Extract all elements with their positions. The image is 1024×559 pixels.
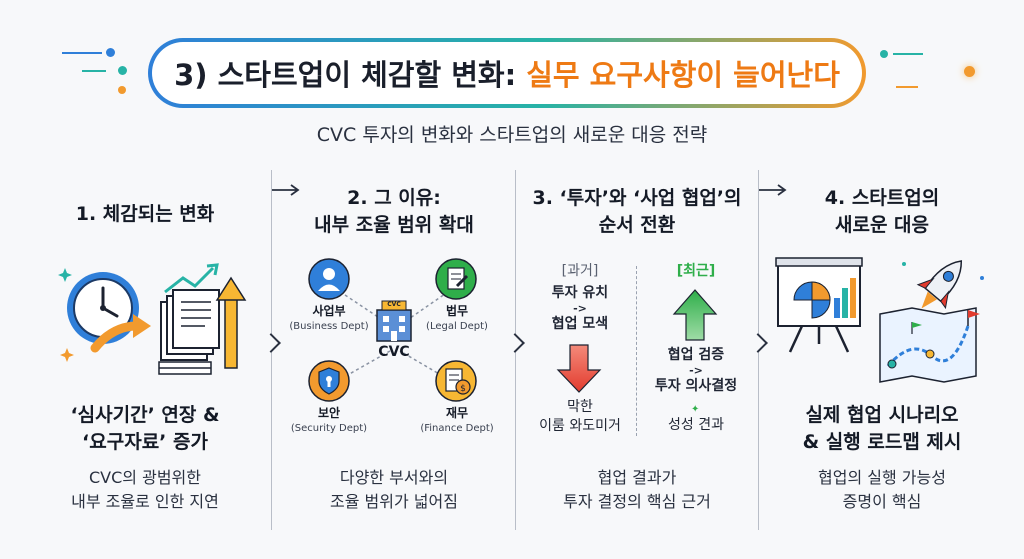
decor-line	[896, 86, 918, 88]
column-3-body: 협업 결과가 투자 결정의 핵심 근거	[563, 468, 711, 511]
shield-lock-icon	[308, 360, 350, 402]
arrow-right-icon	[759, 184, 787, 196]
page-title: 3) 스타트업이 체감할 변화:	[174, 58, 517, 92]
arrow-down-icon	[556, 344, 602, 393]
recent-label: [최근]	[676, 263, 716, 279]
sparkle-icon: ✦	[691, 404, 700, 415]
arrow-right-icon	[272, 184, 300, 196]
decor-dot	[106, 48, 115, 57]
column-4-title: 4. 스타트업의 새로운 대응	[824, 187, 940, 236]
column-4-body: 협업의 실행 가능성 증명이 핵심	[818, 468, 946, 511]
building-sign: CVC	[387, 301, 401, 308]
column-1-body: CVC의 광범위한 내부 조율로 인한 지연	[71, 468, 219, 511]
cvc-label: CVC	[378, 344, 410, 360]
decor-line	[62, 52, 102, 54]
arrow-up-icon	[672, 289, 718, 341]
column-2-body: 다양한 부서와의 조율 범위가 넓어짐	[330, 468, 458, 511]
finance-document-icon: $	[435, 360, 477, 402]
decor-dot	[118, 66, 127, 75]
recent-flow: 협업 검증 -> 투자 의사결정	[654, 347, 738, 394]
decor-dot	[964, 66, 975, 77]
page-title-accent: 실무 요구사항이 늘어난다	[526, 58, 840, 92]
column-3-title: 3. ‘투자’와 ‘사업 협업’의 순서 전환	[532, 187, 742, 236]
column-2-title: 2. 그 이유: 내부 조율 범위 확대	[314, 187, 474, 236]
title-inner: 3) 스타트업이 체감할 변화: 실무 요구사항이 늘어난다	[152, 42, 862, 104]
column-1-title: 1. 체감되는 변화	[75, 203, 215, 225]
svg-text:$: $	[460, 384, 466, 394]
dept-business-label: 사업부 (Business Dept)	[289, 304, 369, 332]
decor-dot	[118, 86, 126, 94]
past-result: 막한 이룸 와도미거	[539, 399, 621, 434]
column-1-headline: ‘심사기간’ 연장 & ‘요구자료’ 증가	[70, 404, 220, 453]
recent-result: 성성 견과	[668, 417, 724, 433]
title-banner: 3) 스타트업이 체감할 변화: 실무 요구사항이 늘어난다	[148, 38, 866, 108]
decor-line	[893, 53, 923, 55]
decor-dot	[880, 50, 888, 58]
dept-finance-label: 재무 (Finance Dept)	[420, 406, 494, 434]
decor-line	[82, 70, 106, 72]
column-4-headline: 실제 협업 시나리오 & 실행 로드맵 제시	[802, 404, 962, 453]
department-connections	[329, 284, 459, 386]
clock-calendar-icon	[58, 263, 247, 375]
chevron-right-icon	[505, 333, 525, 353]
legal-document-icon	[435, 258, 477, 300]
dept-legal-label: 법무 (Legal Dept)	[426, 304, 488, 332]
dept-security-label: 보안 (Security Dept)	[290, 406, 368, 434]
past-recent-divider	[636, 266, 637, 436]
presentation-roadmap-icon	[775, 257, 984, 383]
page-subtitle: CVC 투자의 변화와 스타트업의 새로운 대응 전략	[316, 124, 708, 146]
past-label: [과거]	[561, 263, 599, 279]
cvc-building-icon	[376, 300, 412, 342]
past-flow: 투자 유치 -> 협업 모색	[551, 285, 609, 332]
business-person-icon	[308, 258, 350, 300]
